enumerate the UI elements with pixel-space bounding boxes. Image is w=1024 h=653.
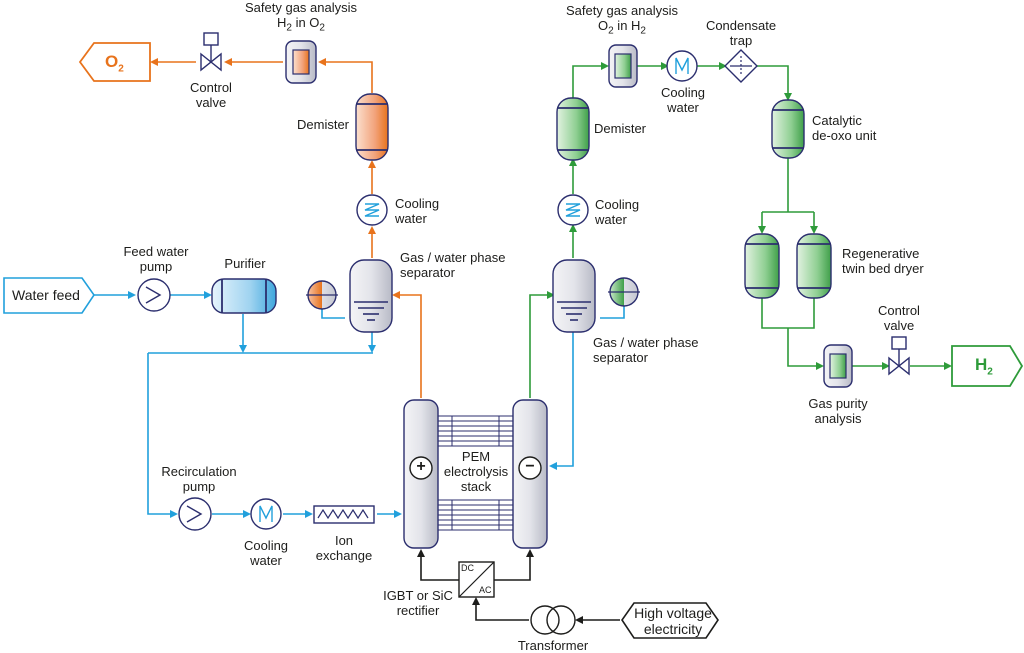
power-lines [417,549,620,624]
h2-cooling-water-label: Cooling water [595,197,640,227]
rectifier-ac-label: AC [479,585,492,595]
pem-stack-icon [403,399,548,549]
h2-gas-analyzer-icon [608,44,638,88]
h2-safety-analysis-title: Safety gas analysis [565,3,679,18]
h2-control-valve-label: Control valve [878,303,920,333]
h2-outlet-terminal [951,345,1024,387]
high-voltage-label: High voltage electricity [634,605,712,637]
h2-terminal-label: H2 [975,355,993,378]
o2-cooling-water-label: Cooling water [395,196,440,226]
o2-control-valve-icon[interactable] [200,32,222,72]
feed-water-pump-icon [137,278,171,312]
o2-safety-analysis-subtitle: H2 in O2 [277,15,325,34]
ion-exchange-icon [313,505,375,524]
water-feed-label: Water feed [12,287,80,303]
h2-top-cooling-water-label: Cooling water [660,85,706,115]
recirculation-pump-icon [178,497,212,531]
o2-outlet-terminal [78,42,151,82]
water-lines [94,291,625,518]
rectifier-icon [458,561,495,598]
transformer-icon [530,605,576,635]
o2-safety-analysis-title: Safety gas analysis [244,0,358,15]
h2-gas-purity-analyzer-icon [823,344,853,388]
recirculation-pump-label: Recirculation pump [161,464,237,494]
h2-demister-icon [556,97,590,161]
transformer-label: Transformer [517,638,589,653]
condensate-trap-icon [724,49,758,83]
stack-label: PEM electrolysis stack [443,449,509,494]
dryer-label: Regenerative twin bed dryer [842,246,924,276]
oxygen-lines [150,58,422,398]
rectifier-label: IGBT or SiC rectifier [383,588,453,618]
high-voltage-terminal [621,602,719,639]
gas-purity-label: Gas purity analysis [808,396,868,426]
loop-cooler-icon [250,498,282,530]
h2-top-cooler-icon [666,50,698,82]
o2-terminal-label: O2 [105,52,124,75]
o2-demister-icon [355,93,389,161]
rectifier-dc-label: DC [461,563,474,573]
o2-separator-label: Gas / water phase separator [400,250,506,280]
purifier-icon [211,278,277,314]
cathode-minus-label: − [525,458,535,475]
ion-exchange-label: Ion exchange [315,533,373,563]
water-feed-terminal [3,277,95,314]
catalytic-deoxo-unit-icon [771,99,805,159]
h2-demister-label: Demister [594,121,647,136]
o2-demister-label: Demister [297,117,350,132]
h2-cooler-icon [557,194,589,226]
loop-cooling-water-label: Cooling water [243,538,289,568]
hydrogen-lines [529,62,952,398]
h2-control-valve-icon[interactable] [888,336,910,376]
h2-separator-label: Gas / water phase separator [593,335,699,365]
o2-gas-water-separator-icon [349,259,393,333]
anode-plus-label: + [416,458,426,475]
purifier-label: Purifier [224,256,266,271]
h2-side-heat-exchanger-icon [608,277,640,307]
h2-gas-water-separator-icon [552,259,596,333]
o2-cooler-icon [356,194,388,226]
catalytic-deoxo-label: Catalytic de-oxo unit [812,113,877,143]
o2-gas-analyzer-icon [285,40,317,84]
o2-side-heat-exchanger-icon [306,280,338,310]
twin-bed-dryer-icon [744,233,832,299]
feed-water-pump-label: Feed water pump [123,244,189,274]
o2-control-valve-label: Control valve [190,80,232,110]
h2-safety-analysis-subtitle: O2 in H2 [598,18,646,37]
condensate-trap-label: Condensate trap [705,18,777,48]
